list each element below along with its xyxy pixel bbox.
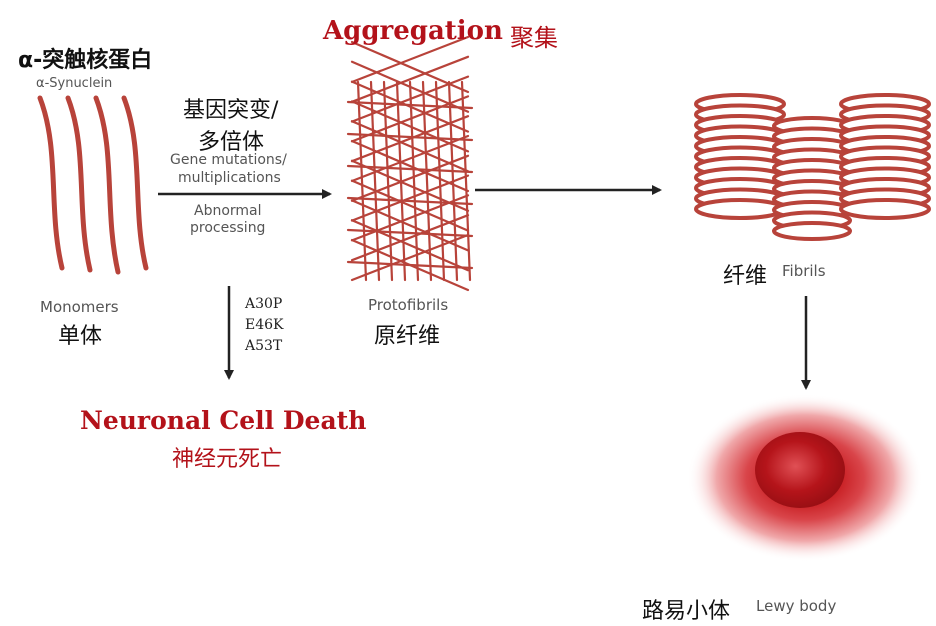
protofibril-strand xyxy=(350,95,470,143)
aggregation-cn-title: 聚集 xyxy=(510,24,558,52)
protofibril-strand xyxy=(350,134,470,183)
protofibril-strand xyxy=(346,164,474,174)
fibrils-cn-label: 纤维 xyxy=(723,264,768,289)
protofibril-strand xyxy=(350,115,470,163)
cell-death-cn-title: 神经元死亡 xyxy=(172,447,283,472)
lewy-body xyxy=(687,394,923,562)
gene-cn-line2: 多倍体 xyxy=(198,130,265,155)
lewy-cn-label: 路易小体 xyxy=(642,599,731,624)
monomer-strand xyxy=(121,95,149,271)
mutation-list: A30P E46K A53T xyxy=(245,294,284,357)
monomer-strands xyxy=(37,95,149,275)
protofibrils-cn-label: 原纤维 xyxy=(374,324,441,349)
protofibril-strand xyxy=(447,80,459,282)
protofibril-strand xyxy=(350,154,470,202)
protofibril-strand xyxy=(346,260,474,270)
cell-death-title: Neuronal Cell Death xyxy=(80,406,367,435)
fibrils-en-label: Fibrils xyxy=(782,262,826,280)
protofibril-strand xyxy=(369,80,381,282)
protofibril-strand xyxy=(408,80,420,282)
fibril-coil-ring xyxy=(772,221,852,241)
aggregation-title: Aggregation xyxy=(323,16,503,46)
mutation-a30p: A30P xyxy=(245,296,283,312)
protofibril-strand xyxy=(350,174,470,222)
monomer-strand xyxy=(93,95,121,275)
protofibril-strand xyxy=(460,80,472,282)
protofibril-strand xyxy=(434,80,446,282)
lewy-en-label: Lewy body xyxy=(756,597,837,615)
protofibril-strand xyxy=(350,233,470,282)
protofibril-strand xyxy=(346,196,474,206)
protofibril-strand xyxy=(382,80,394,282)
protofibril-strand xyxy=(395,80,407,282)
gene-cn-line1: 基因突变/ xyxy=(183,98,279,123)
mutation-a53t: A53T xyxy=(245,338,283,354)
monomer-strand xyxy=(37,95,65,271)
protofibril-strand xyxy=(356,80,368,282)
protofibril-strand xyxy=(350,219,470,272)
protofibril-mesh xyxy=(346,35,474,292)
abnormal-line1: Abnormal xyxy=(194,203,262,219)
protofibril-strand xyxy=(346,100,474,110)
abnormal-line2: processing xyxy=(190,220,266,236)
monomers-cn-label: 单体 xyxy=(58,324,103,349)
synuclein-cn-label: α-突触核蛋白 xyxy=(18,48,153,73)
monomers-en-label: Monomers xyxy=(40,298,119,316)
synuclein-en-label: α-Synuclein xyxy=(36,76,113,91)
fibril-coils xyxy=(694,93,931,241)
fibril-coil-ring xyxy=(839,198,931,220)
protofibril-strand xyxy=(350,35,470,84)
gene-en-line2: multiplications xyxy=(178,170,281,186)
monomer-strand xyxy=(65,95,93,273)
protofibril-strand xyxy=(421,80,433,282)
protofibrils-en-label: Protofibrils xyxy=(368,296,449,314)
protofibril-strand xyxy=(350,214,470,262)
mutation-e46k: E46K xyxy=(245,317,284,333)
protofibril-strand xyxy=(346,132,474,142)
gene-en-line1: Gene mutations/ xyxy=(170,152,287,168)
protofibril-strand xyxy=(346,228,474,238)
fibril-coil-ring xyxy=(694,198,786,220)
